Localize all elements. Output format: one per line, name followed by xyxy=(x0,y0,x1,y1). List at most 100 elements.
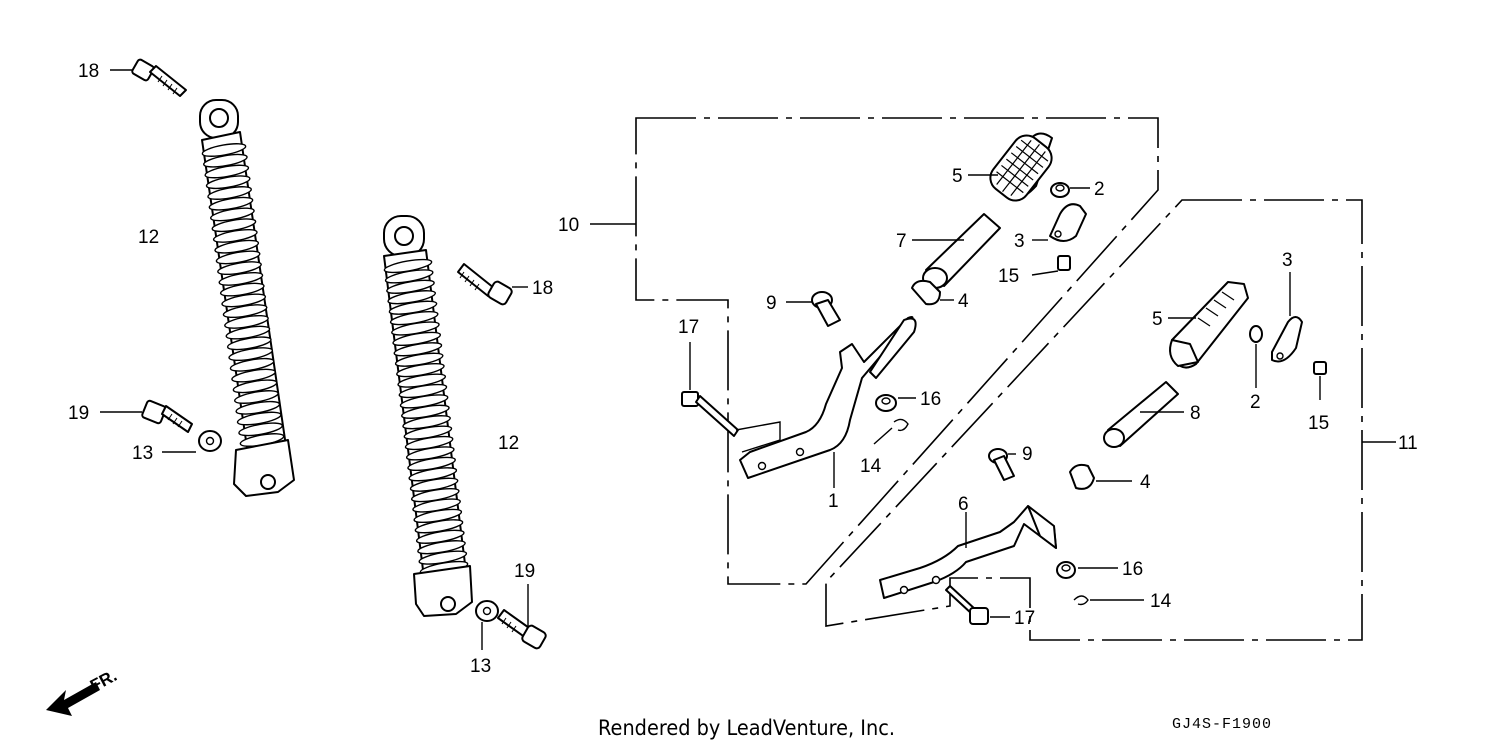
spring-coil xyxy=(236,411,282,426)
plate-3-right[interactable] xyxy=(1271,272,1303,363)
spring-coils-right xyxy=(383,258,469,576)
spring-coil xyxy=(232,379,278,394)
callout-12-left: 12 xyxy=(138,227,159,248)
screw-15-right[interactable] xyxy=(1313,361,1327,400)
collar-4-right[interactable] xyxy=(1069,463,1132,490)
spring-coil xyxy=(229,357,275,372)
callout-17-right: 17 xyxy=(1014,608,1035,629)
nut-2-right[interactable] xyxy=(1249,325,1263,388)
nut-2-left[interactable] xyxy=(1050,182,1090,198)
washer-13-right[interactable] xyxy=(475,600,499,650)
spring-coil xyxy=(215,250,261,265)
callout-16-left: 16 xyxy=(920,389,941,410)
washer-13-left[interactable] xyxy=(162,430,222,453)
shock-absorber-left[interactable] xyxy=(199,99,295,497)
callout-3-left: 3 xyxy=(1014,231,1025,252)
spring-coil xyxy=(221,293,267,308)
spring-coil xyxy=(205,175,251,190)
callout-4-left: 4 xyxy=(958,291,969,312)
washer-16-left[interactable] xyxy=(875,394,916,412)
collar-4-left[interactable] xyxy=(911,279,954,306)
callout-8: 8 xyxy=(1190,403,1201,424)
footpeg-arm-1[interactable] xyxy=(739,316,917,488)
credit-text: Rendered by LeadVenture, Inc. xyxy=(598,716,895,740)
spring-coil xyxy=(204,164,250,179)
callout-14-left: 14 xyxy=(860,456,882,477)
callout-14-right: 14 xyxy=(1150,591,1172,612)
callout-15-left: 15 xyxy=(998,266,1019,287)
bolt-17-right[interactable] xyxy=(945,585,1010,625)
callout-19-left: 19 xyxy=(68,403,89,424)
spring-coil xyxy=(235,400,281,415)
callout-6: 6 xyxy=(958,494,969,515)
footpeg-rubber-5-left[interactable] xyxy=(968,130,1057,206)
callout-4-right: 4 xyxy=(1140,472,1151,493)
spring-coil xyxy=(238,422,283,437)
footpeg-pipe-7[interactable] xyxy=(912,213,1001,289)
bolt-18-left[interactable] xyxy=(110,58,187,97)
front-direction-arrow: FR. xyxy=(46,666,120,716)
bolt-17-left[interactable] xyxy=(681,342,781,453)
callout-17-left: 17 xyxy=(678,317,699,338)
spring-coil xyxy=(207,186,252,200)
callout-12-right: 12 xyxy=(498,433,519,454)
spring-coil xyxy=(228,347,274,362)
pin-9-right[interactable] xyxy=(988,448,1016,481)
callout-5-left: 5 xyxy=(952,166,963,187)
spring-coil xyxy=(203,153,248,168)
spring-coil xyxy=(217,261,262,276)
pin-9-left[interactable] xyxy=(786,291,841,327)
bolt-19-left[interactable] xyxy=(100,399,193,433)
screw-15-left[interactable] xyxy=(1031,255,1071,276)
spring-coil xyxy=(234,390,279,404)
spring-coil xyxy=(208,196,254,211)
plate-3-left[interactable] xyxy=(1032,203,1087,242)
spring-coil xyxy=(222,304,268,319)
bolt-19-right[interactable] xyxy=(497,584,547,650)
callout-19-right: 19 xyxy=(514,561,535,582)
bolt-threads xyxy=(157,75,178,95)
spring-coil xyxy=(214,239,260,254)
callout-13-left: 13 xyxy=(132,443,153,464)
spring-coil xyxy=(201,143,247,157)
spring-coil xyxy=(212,228,258,243)
callout-9-right: 9 xyxy=(1022,444,1033,465)
bolt-18-right[interactable] xyxy=(457,263,528,306)
callout-5-right: 5 xyxy=(1152,309,1163,330)
spring-coil xyxy=(225,325,271,340)
callout-3-right: 3 xyxy=(1282,250,1293,271)
callout-1: 1 xyxy=(828,491,839,512)
arrow-icon xyxy=(46,682,100,716)
callout-18-left: 18 xyxy=(78,61,99,82)
callout-9-left: 9 xyxy=(766,293,777,314)
spring-coil xyxy=(211,218,257,233)
clip-14-left[interactable] xyxy=(873,418,909,445)
callout-2-right: 2 xyxy=(1250,392,1261,413)
footpeg-rubber-5-right[interactable] xyxy=(1168,281,1249,369)
group-11-outline xyxy=(825,199,1363,641)
spring-coil xyxy=(210,207,255,222)
callout-13-right: 13 xyxy=(470,656,491,677)
footpeg-pipe-8[interactable] xyxy=(1103,381,1184,448)
callout-10: 10 xyxy=(558,215,579,236)
callout-16-right: 16 xyxy=(1122,559,1143,580)
spring-coil xyxy=(226,336,272,351)
spring-coils-left xyxy=(201,143,285,447)
clip-14-right[interactable] xyxy=(1073,595,1144,606)
callout-7: 7 xyxy=(896,231,907,252)
footpeg-arm-6[interactable] xyxy=(879,505,1057,599)
callout-15-right: 15 xyxy=(1308,413,1329,434)
group-10-outline xyxy=(635,117,1159,585)
callout-18-right: 18 xyxy=(532,278,553,299)
shock-absorber-right[interactable] xyxy=(383,215,473,617)
grip-texture xyxy=(996,139,1049,196)
washer-16-right[interactable] xyxy=(1056,561,1118,579)
spring-coil xyxy=(219,282,265,297)
callout-labels: 18 12 19 13 18 12 19 13 10 5 2 7 3 15 9 … xyxy=(68,61,1418,677)
diagram-code: GJ4S-F1900 xyxy=(1172,716,1273,733)
callout-2-left: 2 xyxy=(1094,179,1105,200)
callout-11: 11 xyxy=(1398,433,1418,454)
spring-coil xyxy=(231,368,276,383)
spring-coil xyxy=(218,271,264,286)
